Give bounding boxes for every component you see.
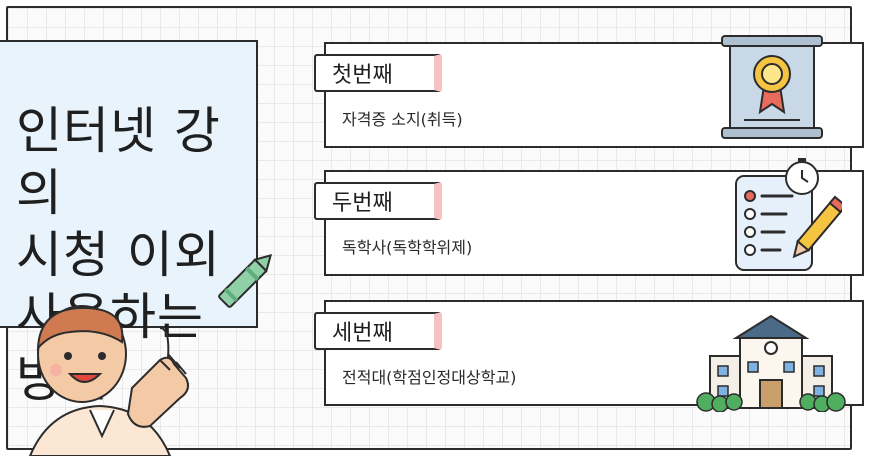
card-description: 전적대(학점인정대상학교) <box>342 368 517 387</box>
certificate-icon <box>721 35 823 139</box>
school-building-icon <box>696 314 846 412</box>
card-tab-label: 두번째 <box>314 182 442 220</box>
checklist-clock-icon <box>735 158 842 271</box>
crayon-icon <box>218 253 273 308</box>
card-description: 독학사(독학학위제) <box>342 238 473 257</box>
card-description: 자격증 소지(취득) <box>342 110 463 129</box>
card-tab-label: 세번째 <box>314 312 442 350</box>
card-tab-label: 첫번째 <box>314 54 442 92</box>
character-illustration <box>28 305 189 456</box>
title-card: 인터넷 강의 시청 이외 사용하는 방법 <box>0 40 258 408</box>
